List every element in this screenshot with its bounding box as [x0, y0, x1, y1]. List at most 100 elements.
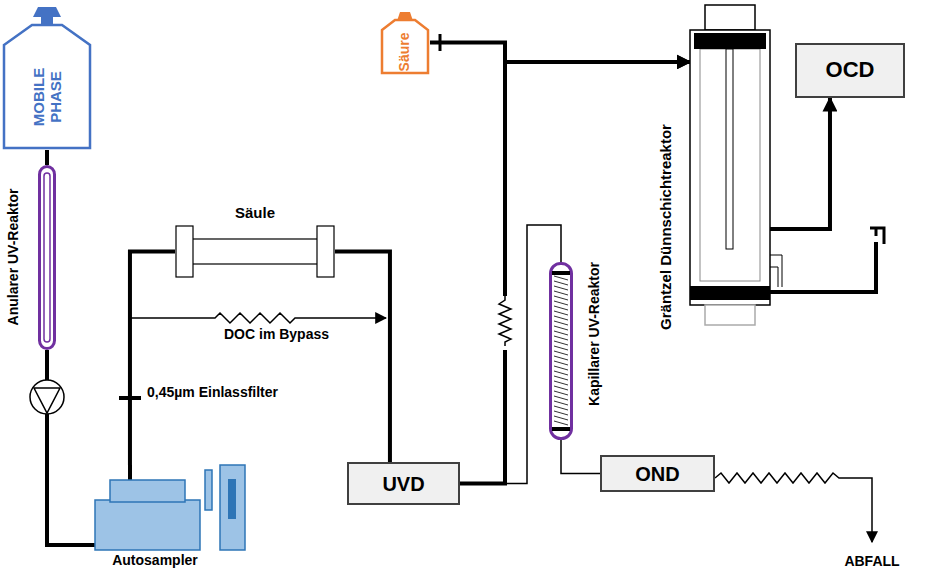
- line-part: [554, 336, 568, 340]
- line-part: [554, 281, 568, 285]
- node-text: UVD: [382, 473, 424, 495]
- line-part: [554, 301, 568, 305]
- pump-symbol: [30, 380, 64, 414]
- filter-label: 0,45µm Einlassfilter: [145, 384, 280, 400]
- rect-part: [552, 427, 570, 431]
- path-part: [397, 12, 413, 21]
- node-text: Kapillarer UV-Reaktor: [587, 262, 602, 406]
- restrictor-symbol: [499, 296, 511, 346]
- rect-part: [176, 226, 193, 277]
- annular-uv-reactor: Anularer UV-Reaktor: [38, 165, 56, 350]
- line-part: [554, 356, 568, 360]
- line-part: [554, 286, 568, 290]
- acid-valve: [439, 34, 442, 51]
- line-part: [554, 306, 568, 310]
- node-text: MOBILE PHASE: [31, 57, 64, 137]
- flow-line: [561, 440, 600, 474]
- rect-part: [40, 167, 55, 349]
- line-part: [554, 361, 568, 365]
- line-part: [554, 311, 568, 315]
- rect-part: [220, 465, 245, 550]
- line-part: [554, 411, 568, 415]
- line-part: [128, 465, 132, 481]
- inlet-filter: [119, 396, 141, 400]
- waste-outlet: [870, 228, 884, 244]
- line-part: [554, 371, 568, 375]
- rect-part: [95, 500, 200, 550]
- waste-restrictor: [715, 473, 872, 542]
- rect-part: [690, 30, 770, 305]
- column-outline: [175, 225, 335, 278]
- rect-part: [705, 5, 755, 30]
- line-part: [554, 421, 568, 425]
- rect-part: [694, 33, 766, 49]
- bypass-line: [130, 313, 386, 323]
- flow-line: [47, 350, 95, 545]
- flow-line: [335, 252, 390, 463]
- line-part: [554, 351, 568, 355]
- rect-part: [726, 49, 733, 249]
- path-part: [770, 255, 782, 287]
- flow-line: [130, 252, 175, 466]
- line-part: [554, 416, 568, 420]
- rect-part: [110, 480, 185, 502]
- thin-film-reactor-outline: [690, 5, 770, 325]
- capillary-uv-reactor-outline: [549, 262, 573, 440]
- line-part: [554, 326, 568, 330]
- rect-part: [690, 286, 770, 300]
- flow-line: [460, 225, 561, 484]
- uv-detector-box: UVD: [347, 462, 460, 505]
- flow-line: [770, 98, 830, 229]
- line-part: [554, 391, 568, 395]
- autosampler-device-outline: [95, 465, 245, 550]
- node-text: OND: [635, 463, 679, 485]
- node-text: Säure: [397, 33, 412, 72]
- line-part: [554, 331, 568, 335]
- path-part: [33, 7, 61, 17]
- line-part: [554, 291, 568, 295]
- capillary-uv-reactor: Kapillarer UV-Reaktor: [549, 262, 573, 440]
- rect-part: [191, 239, 319, 264]
- node-text: OCD: [826, 58, 875, 82]
- path-part: [382, 20, 428, 73]
- line-part: [554, 276, 568, 280]
- line-part: [554, 341, 568, 345]
- mobile-phase-bottle: MOBILE PHASE: [2, 5, 92, 150]
- rect-part: [551, 264, 572, 439]
- column: Säule: [175, 225, 335, 278]
- rect-part: [552, 271, 570, 275]
- rect-part: [317, 226, 334, 277]
- path-part: [4, 25, 90, 148]
- waste-label: ABFALL: [842, 553, 901, 569]
- flow-line: [45, 150, 49, 165]
- node-text: Säule: [235, 205, 275, 222]
- node-text: Gräntzel Dünnschichtreaktor: [658, 124, 675, 330]
- line-part: [554, 296, 568, 300]
- line-part: [554, 376, 568, 380]
- line-part: [554, 346, 568, 350]
- line-part: [554, 386, 568, 390]
- pump-triangle: [34, 388, 60, 413]
- line-part: [554, 381, 568, 385]
- line-part: [554, 316, 568, 320]
- rect-part: [700, 49, 760, 281]
- flow-line: [460, 62, 690, 484]
- line-part: [554, 396, 568, 400]
- annular-uv-reactor-outline: [38, 165, 56, 350]
- line-part: [554, 406, 568, 410]
- restrictor-patch: [495, 296, 515, 350]
- line-part: [554, 401, 568, 405]
- waste-line: [770, 242, 876, 292]
- line-part: [554, 321, 568, 325]
- rect-part: [41, 16, 53, 25]
- flow-line: [430, 43, 690, 62]
- bypass-label: DOC im Bypass: [222, 326, 331, 342]
- on-detector-box: OND: [600, 455, 715, 492]
- rect-part: [205, 470, 212, 510]
- rect-part: [705, 305, 755, 325]
- rect-part: [228, 479, 236, 519]
- acid-bottle: Säure: [380, 10, 430, 75]
- ocd-detector-box: OCD: [795, 43, 905, 98]
- node-text: Anularer UV-Reaktor: [6, 189, 21, 326]
- rect-part: [44, 173, 50, 342]
